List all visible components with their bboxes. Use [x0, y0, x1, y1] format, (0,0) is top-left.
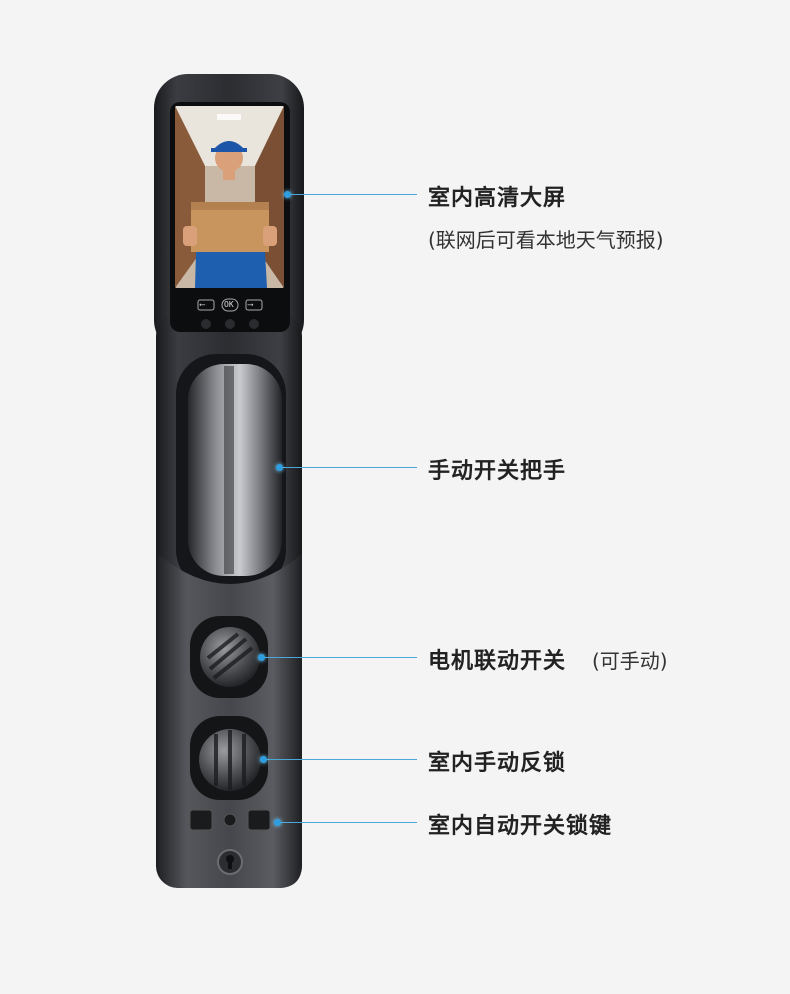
callout-line-screen: [287, 194, 417, 195]
lock-display-screen: [175, 106, 284, 288]
screen-right-arrow-icon: ⟶: [248, 300, 253, 309]
callout-dot-deadbolt: [260, 756, 267, 763]
delivery-person-image: [175, 106, 284, 288]
callout-title-deadbolt: 室内手动反锁: [428, 751, 567, 776]
lock-body-svg: [154, 74, 304, 888]
screen-ok-button: OK: [224, 300, 234, 309]
smart-lock-illustration: [150, 74, 310, 892]
callout-line-motor: [262, 657, 417, 658]
callout-dot-screen: [284, 191, 291, 198]
callout-title-handle: 手动开关把手: [428, 459, 567, 484]
callout-subtitle-motor: (可手动): [592, 649, 668, 673]
callout-dot-motor: [258, 654, 265, 661]
callout-title-autokey: 室内自动开关锁键: [428, 814, 613, 839]
callout-line-handle: [280, 467, 417, 468]
callout-title-screen: 室内高清大屏: [428, 186, 567, 211]
callout-line-autokey: [278, 822, 417, 823]
callout-subtitle-screen: (联网后可看本地天气预报): [428, 228, 664, 252]
callout-line-deadbolt: [264, 759, 417, 760]
callout-title-motor: 电机联动开关: [428, 649, 567, 674]
callout-dot-autokey: [274, 819, 281, 826]
callout-dot-handle: [276, 464, 283, 471]
screen-left-arrow-icon: ⟵: [200, 300, 205, 309]
